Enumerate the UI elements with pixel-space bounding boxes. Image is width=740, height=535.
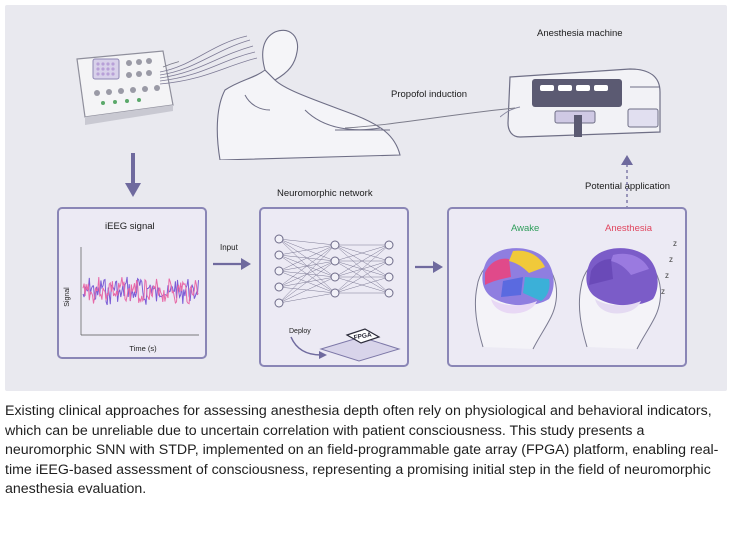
network-node xyxy=(274,234,284,244)
sleep-z-3: z xyxy=(665,271,669,280)
network-node xyxy=(274,266,284,276)
propofol-induction-label: Propofol induction xyxy=(391,89,468,100)
deploy-label: Deploy xyxy=(289,328,311,335)
time-axis-label: Time (s) xyxy=(129,344,157,353)
network-node xyxy=(330,288,340,298)
potential-application-arrow xyxy=(621,155,633,209)
awake-head-illustration xyxy=(474,248,558,350)
figure-caption: Existing clinical approaches for assessi… xyxy=(5,403,719,497)
input-arrow xyxy=(213,258,251,270)
anesthesia-machine-label: Anesthesia machine xyxy=(537,28,623,39)
ieeg-plot: Signal Time (s) xyxy=(64,247,199,353)
anesthesia-machine-illustration xyxy=(500,68,661,138)
sleep-z-2: z xyxy=(669,255,673,264)
fpga-chip-label: FPGA xyxy=(353,331,372,341)
network-node xyxy=(384,288,394,298)
network-node xyxy=(384,256,394,266)
signal-axis-label: Signal xyxy=(64,287,71,307)
awake-label: Awake xyxy=(511,223,540,234)
network-node xyxy=(384,272,394,282)
sleep-z-1: z xyxy=(673,239,677,248)
sleep-z-4: z xyxy=(661,287,665,296)
electrode-wires xyxy=(159,35,258,85)
figure: Anesthesia machine Propofol induction Po… xyxy=(5,5,727,391)
neuromorphic-network-label: Neuromorphic network xyxy=(277,188,373,199)
anesthesia-label: Anesthesia xyxy=(605,223,653,234)
ieeg-trace xyxy=(82,277,199,305)
network-diagram: Deploy FPGA xyxy=(274,234,401,362)
device-to-signal-arrow xyxy=(125,153,141,197)
potential-application-label: Potential application xyxy=(585,181,671,192)
network-node xyxy=(330,256,340,266)
ieeg-signal-panel: iEEG signal Signal Time (s) xyxy=(57,207,207,359)
eeg-amplifier-device xyxy=(76,50,179,125)
input-label: Input xyxy=(220,243,238,252)
patient-illustration xyxy=(216,30,401,160)
anesthesia-head-illustration xyxy=(578,248,662,350)
neuromorphic-network-panel: Deploy FPGA xyxy=(259,207,409,367)
network-node xyxy=(384,240,394,250)
propofol-line xyxy=(345,107,516,129)
network-node xyxy=(330,272,340,282)
network-node xyxy=(274,298,284,308)
consciousness-state-panel: Awake Anesthesia z z z z xyxy=(447,207,687,367)
network-node xyxy=(274,282,284,292)
network-to-brains-arrow xyxy=(415,261,443,273)
network-node xyxy=(274,250,284,260)
ieeg-signal-title: iEEG signal xyxy=(105,221,155,232)
network-node xyxy=(330,240,340,250)
ieeg-trace xyxy=(82,276,199,306)
